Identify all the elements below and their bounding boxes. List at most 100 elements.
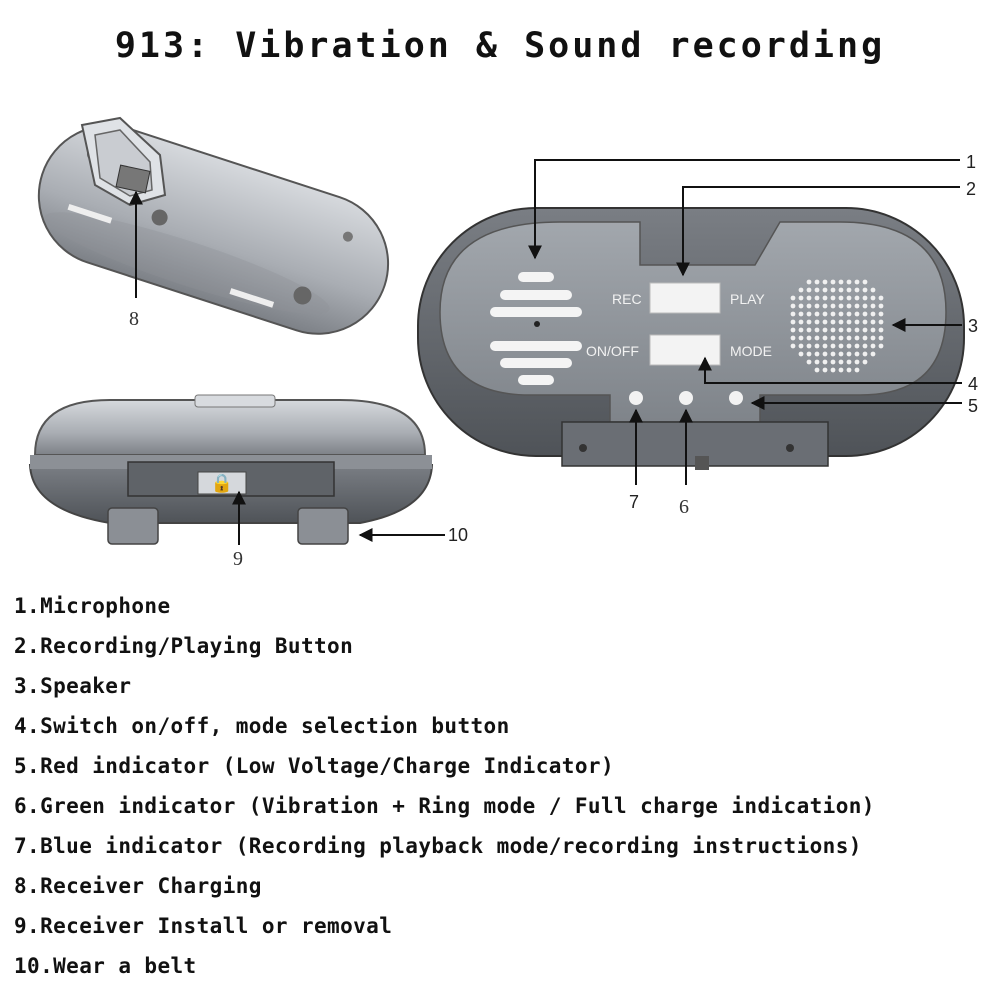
speaker-hole [806, 359, 812, 365]
callout-3: 3 [968, 316, 978, 336]
speaker-hole [806, 335, 812, 341]
speaker-hole [854, 319, 860, 325]
speaker-hole [846, 319, 852, 325]
speaker-hole [878, 335, 884, 341]
speaker-hole [822, 311, 828, 317]
speaker-hole [878, 303, 884, 309]
speaker-hole [854, 311, 860, 317]
speaker-hole [830, 343, 836, 349]
speaker-hole [822, 303, 828, 309]
speaker-hole [846, 303, 852, 309]
speaker-hole [822, 367, 828, 373]
speaker-hole [838, 279, 844, 285]
callout-6: 6 [679, 496, 689, 518]
legend-item-speaker: 3.Speaker [14, 674, 132, 698]
speaker-hole [814, 319, 820, 325]
speaker-hole [806, 343, 812, 349]
speaker-hole [838, 295, 844, 301]
speaker-hole [822, 287, 828, 293]
speaker-hole [830, 303, 836, 309]
speaker-hole [854, 335, 860, 341]
speaker-hole [806, 319, 812, 325]
speaker-hole [878, 343, 884, 349]
speaker-hole [798, 319, 804, 325]
leader-lines [129, 159, 962, 545]
speaker-hole [830, 327, 836, 333]
speaker-hole [822, 319, 828, 325]
microphone-grille [490, 272, 582, 385]
rec-play-button[interactable] [649, 282, 721, 314]
speaker-hole [870, 295, 876, 301]
speaker-hole [862, 295, 868, 301]
legend-item-blue-indicator: 7.Blue indicator (Recording playback mod… [14, 834, 862, 858]
speaker-hole [838, 343, 844, 349]
speaker-hole [822, 359, 828, 365]
speaker-hole [854, 327, 860, 333]
speaker-hole [830, 279, 836, 285]
speaker-hole [806, 327, 812, 333]
speaker-hole [846, 351, 852, 357]
speaker-hole [814, 359, 820, 365]
legend-item-record-play-button: 2.Recording/Playing Button [14, 634, 354, 658]
speaker-hole [846, 311, 852, 317]
speaker-hole [854, 295, 860, 301]
page-title: 913: Vibration & Sound recording [114, 26, 886, 66]
speaker-hole [822, 335, 828, 341]
speaker-hole [838, 311, 844, 317]
callout-7: 7 [629, 492, 639, 512]
speaker-hole [830, 367, 836, 373]
speaker-hole [798, 343, 804, 349]
on-off-mode-button[interactable] [649, 334, 721, 366]
speaker-hole [862, 279, 868, 285]
speaker-hole [862, 287, 868, 293]
speaker-hole [830, 311, 836, 317]
speaker-hole [878, 327, 884, 333]
speaker-hole [790, 319, 796, 325]
speaker-hole [846, 359, 852, 365]
callout-1: 1 [966, 152, 976, 172]
speaker-hole [822, 327, 828, 333]
speaker-hole [822, 343, 828, 349]
play-label: PLAY [730, 291, 765, 307]
speaker-hole [838, 335, 844, 341]
speaker-hole [822, 279, 828, 285]
callout-2: 2 [966, 179, 976, 199]
speaker-hole [870, 351, 876, 357]
speaker-hole [862, 351, 868, 357]
speaker-hole [854, 287, 860, 293]
speaker-hole [798, 327, 804, 333]
callout-5: 5 [968, 396, 978, 416]
leader-4 [698, 356, 962, 384]
speaker-hole [870, 311, 876, 317]
svg-text:🔒: 🔒 [211, 473, 233, 493]
speaker-hole [798, 335, 804, 341]
green-indicator [679, 391, 693, 405]
speaker-hole [790, 311, 796, 317]
speaker-hole [830, 319, 836, 325]
speaker-hole [838, 351, 844, 357]
speaker-hole [806, 311, 812, 317]
speaker-hole [806, 295, 812, 301]
speaker-hole [814, 303, 820, 309]
speaker-hole [846, 343, 852, 349]
charging-clip [80, 116, 167, 207]
speaker-hole [862, 359, 868, 365]
speaker-hole [838, 287, 844, 293]
speaker-hole [846, 295, 852, 301]
device-back-view [37, 116, 390, 335]
legend-item-switch-mode-button: 4.Switch on/off, mode selection button [14, 714, 510, 738]
speaker-hole [814, 343, 820, 349]
blue-indicator [629, 391, 643, 405]
speaker-hole [870, 343, 876, 349]
speaker-hole [862, 319, 868, 325]
speaker-hole [838, 359, 844, 365]
speaker-hole [822, 295, 828, 301]
red-indicator [729, 391, 743, 405]
on-off-label: ON/OFF [586, 343, 639, 359]
speaker-hole [798, 311, 804, 317]
speaker-hole [862, 303, 868, 309]
speaker-hole [838, 367, 844, 373]
speaker-hole [878, 311, 884, 317]
speaker-grille [790, 279, 884, 373]
speaker-hole [854, 303, 860, 309]
